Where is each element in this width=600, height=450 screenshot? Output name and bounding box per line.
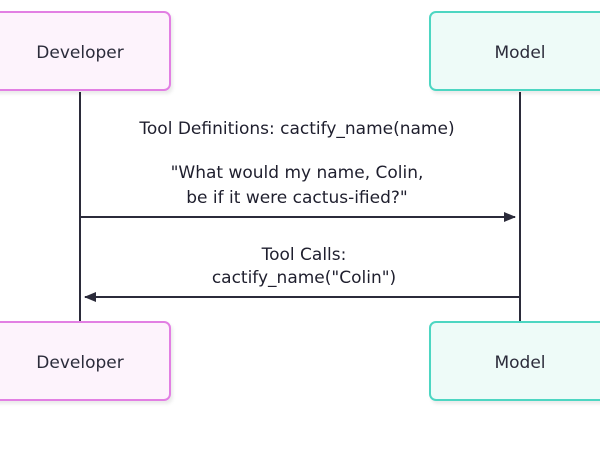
developer-actor-top-label: Developer: [36, 43, 123, 63]
message-tool-definitions-line-3: be if it were cactus-ified?": [186, 188, 407, 208]
developer-actor-top-box: [0, 11, 171, 91]
developer-actor-bottom: Developer: [0, 321, 171, 401]
developer-actor-bottom-box: [0, 321, 171, 401]
message-tool-definitions-line-1: Tool Definitions: cactify_name(name): [138, 119, 454, 139]
message-tool-definitions-line-2: "What would my name, Colin,: [171, 163, 424, 183]
model-actor-top-label: Model: [494, 43, 545, 63]
model-actor-bottom: Model: [429, 321, 600, 401]
model-actor-bottom-box: [429, 321, 600, 401]
developer-actor-top: Developer: [0, 11, 171, 91]
message-tool-calls-line-1: Tool Calls:: [261, 245, 347, 265]
model-actor-top: Model: [429, 11, 600, 91]
message-tool-definitions: Tool Definitions: cactify_name(name) "Wh…: [80, 119, 516, 222]
developer-actor-bottom-label: Developer: [36, 353, 123, 373]
model-actor-top-box: [429, 11, 600, 91]
message-tool-calls: Tool Calls: cactify_name("Colin"): [84, 245, 520, 302]
model-actor-bottom-label: Model: [494, 353, 545, 373]
message-tool-calls-line-2: cactify_name("Colin"): [212, 268, 396, 288]
